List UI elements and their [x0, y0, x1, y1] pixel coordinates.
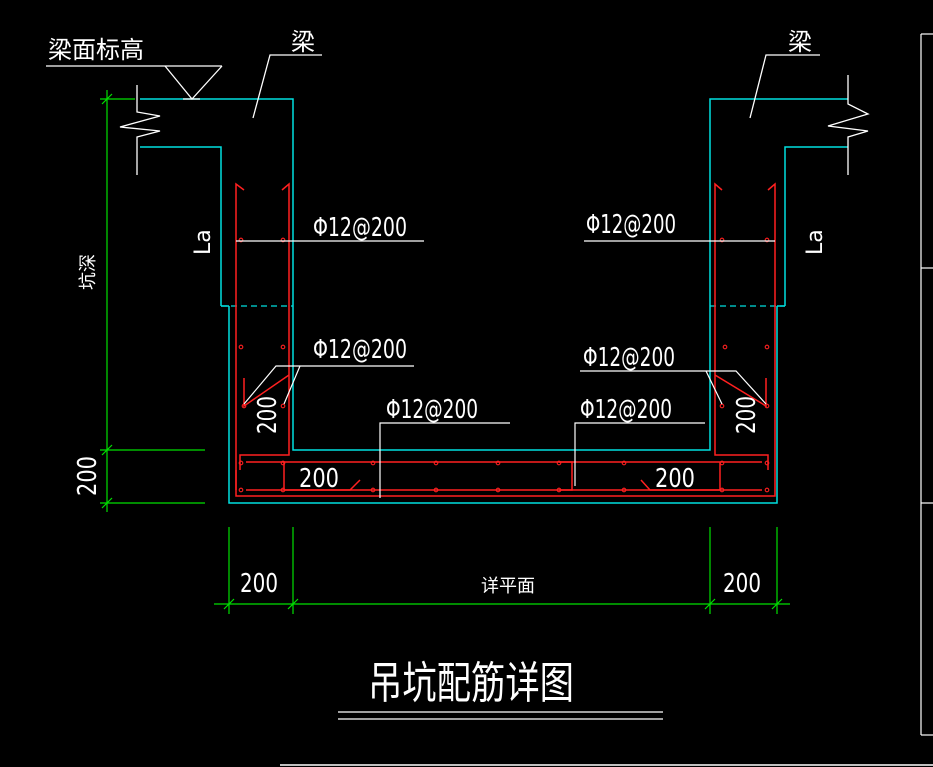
beam-label-right: 梁 [788, 28, 812, 56]
beam-elevation-label: 梁面标高 [48, 36, 144, 64]
title-underline [338, 711, 663, 720]
detail-plan-label: 详平面 [481, 576, 535, 597]
concrete-outline [140, 98, 848, 504]
dim-bottom-left: 200 [240, 569, 278, 599]
dim-wall-right: 200 [732, 396, 762, 434]
la-label-right: La [803, 229, 828, 255]
rebar-label-left-upper: Φ12@200 [313, 213, 407, 243]
pit-depth-label: 坑深 [78, 254, 99, 290]
rebar-lines [235, 182, 776, 497]
rebar-label-left-middle: Φ12@200 [313, 335, 407, 365]
drawing-frame [280, 33, 933, 766]
break-symbols [119, 75, 870, 175]
dim-wall-left: 200 [253, 396, 283, 434]
dim-slab-right: 200 [655, 464, 695, 494]
elevation-marker [46, 65, 223, 100]
rebar-label-right-upper: Φ12@200 [586, 210, 676, 240]
beam-leaders [252, 54, 820, 119]
rebar-label-bottom-left: Φ12@200 [386, 395, 478, 425]
dim-slab-thickness: 200 [73, 456, 103, 496]
dimension-lines [100, 90, 790, 614]
beam-label-left: 梁 [291, 28, 315, 56]
rebar-label-right-middle: Φ12@200 [583, 343, 675, 373]
la-label-left: La [191, 229, 216, 255]
rebar-leaders [236, 240, 775, 498]
dim-slab-left: 200 [299, 464, 339, 494]
drawing-title: 吊坑配筋详图 [368, 658, 574, 709]
dim-bottom-right: 200 [723, 569, 761, 599]
distribution-bars [238, 237, 770, 493]
rebar-label-bottom-right: Φ12@200 [580, 395, 672, 425]
